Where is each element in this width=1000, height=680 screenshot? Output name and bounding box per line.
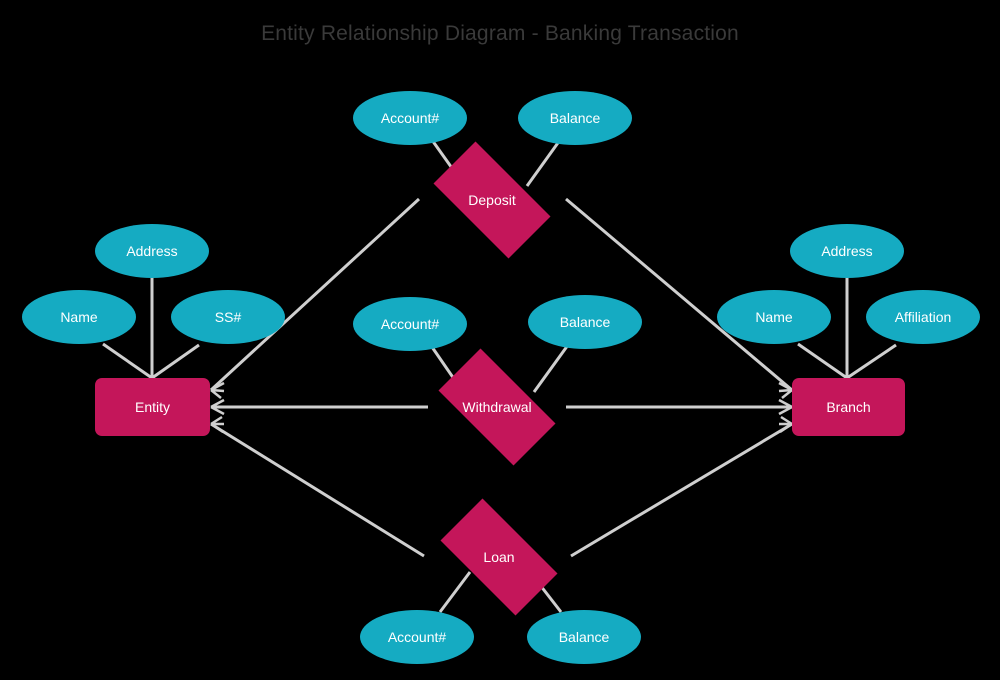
attribute-label: Account# <box>387 629 447 645</box>
page-title: Entity Relationship Diagram - Banking Tr… <box>261 22 739 45</box>
attribute-entity-ss[interactable]: SS# <box>171 290 285 344</box>
attribute-label: Balance <box>559 314 611 330</box>
attribute-entity-name[interactable]: Name <box>22 290 136 344</box>
edge-loan-account <box>438 571 472 613</box>
crows-foot-branch <box>778 381 793 434</box>
attribute-withdrawal-account[interactable]: Account# <box>353 297 467 351</box>
attribute-branch-affiliation[interactable]: Affiliation <box>866 290 980 344</box>
attribute-loan-account[interactable]: Account# <box>360 610 474 664</box>
crows-foot-entity <box>210 381 225 434</box>
attribute-deposit-balance[interactable]: Balance <box>518 91 632 145</box>
entity-branch[interactable]: Branch <box>792 378 905 436</box>
attribute-withdrawal-balance[interactable]: Balance <box>528 295 642 349</box>
attribute-label: Name <box>60 309 98 325</box>
entity-label: Branch <box>826 399 871 415</box>
edge-deposit-branch <box>565 197 793 392</box>
relationship-label: Loan <box>483 549 515 565</box>
attribute-loan-balance[interactable]: Balance <box>527 610 641 664</box>
attribute-label: SS# <box>214 309 242 325</box>
edge-withdrawal-balance <box>532 344 570 393</box>
edge-entity-name <box>102 342 153 380</box>
relationship-loan[interactable]: Loan <box>424 498 574 616</box>
relationship-label: Deposit <box>468 192 516 208</box>
edge-entity-ss <box>151 343 200 380</box>
edge-entity-deposit <box>209 197 421 392</box>
attribute-label: Name <box>755 309 793 325</box>
relationship-label: Withdrawal <box>462 399 532 415</box>
edge-branch-name <box>797 342 848 380</box>
edge-deposit-balance <box>525 139 562 187</box>
attribute-entity-address[interactable]: Address <box>95 224 209 278</box>
entity-entity[interactable]: Entity <box>95 378 210 436</box>
edge-entity-loan <box>210 422 425 558</box>
attribute-label: Address <box>821 243 873 259</box>
relationship-withdrawal[interactable]: Withdrawal <box>422 348 572 466</box>
entity-label: Entity <box>134 399 170 415</box>
attribute-branch-name[interactable]: Name <box>717 290 831 344</box>
attribute-label: Balance <box>549 110 601 126</box>
attribute-label: Address <box>126 243 178 259</box>
attribute-branch-address[interactable]: Address <box>790 224 904 278</box>
edge-loan-branch <box>570 422 793 558</box>
attribute-deposit-account[interactable]: Account# <box>353 91 467 145</box>
relationship-deposit[interactable]: Deposit <box>417 141 567 259</box>
attribute-label: Account# <box>380 110 440 126</box>
edge-branch-affiliation <box>846 343 897 380</box>
attribute-label: Account# <box>380 316 440 332</box>
attribute-label: Balance <box>558 629 610 645</box>
attribute-label: Affiliation <box>894 309 952 325</box>
